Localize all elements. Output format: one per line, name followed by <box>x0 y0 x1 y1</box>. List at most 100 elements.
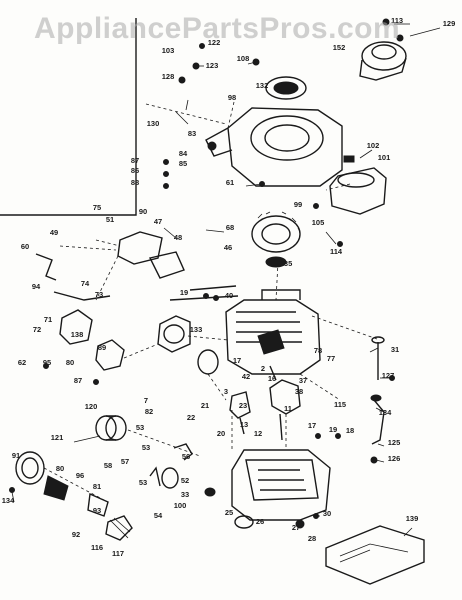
part-number-label: 52 <box>181 476 189 485</box>
part-number-label: 58 <box>104 461 112 470</box>
panel-frame <box>0 18 137 216</box>
crankshaft-part <box>269 365 301 441</box>
part-number-label: 91 <box>12 451 20 460</box>
engine-block-part <box>225 289 321 375</box>
part-number-label: 33 <box>181 490 189 499</box>
part-number-label: 17 <box>308 421 316 430</box>
air-cleaner-part <box>95 415 127 441</box>
part-number-label: 17 <box>233 356 241 365</box>
part-number-label: 3 <box>224 387 228 396</box>
part-number-label: 98 <box>228 93 236 102</box>
part-number-label: 19 <box>329 425 337 434</box>
part-number-label: 31 <box>391 345 399 354</box>
rewind-starter-part <box>359 41 407 81</box>
part-number-label: 40 <box>225 291 233 300</box>
part-number-label: 85 <box>179 159 187 168</box>
part-number-label: 113 <box>391 16 403 25</box>
part-number-label: 83 <box>188 129 196 138</box>
part-number-label: 30 <box>323 509 331 518</box>
part-number-label: 122 <box>208 38 221 47</box>
gear-part <box>149 443 305 529</box>
part-number-label: 51 <box>106 215 114 224</box>
part-number-label: 105 <box>312 218 325 227</box>
part-number-label: 11 <box>284 404 292 413</box>
part-number-label: 134 <box>379 408 392 417</box>
part-number-label: 123 <box>206 61 219 70</box>
part-number-label: 75 <box>93 203 101 212</box>
part-number-label: 89 <box>98 343 106 352</box>
part-number-label: 62 <box>18 358 26 367</box>
part-number-label: 132 <box>256 81 269 90</box>
part-number-label: 99 <box>294 200 302 209</box>
part-number-label: 22 <box>187 413 195 422</box>
part-number-label: 101 <box>378 153 391 162</box>
part-number-label: 108 <box>237 54 250 63</box>
part-number-label: 49 <box>50 228 58 237</box>
leader-lines <box>11 23 441 537</box>
part-number-label: 20 <box>217 429 225 438</box>
part-number-label: 37 <box>299 376 307 385</box>
part-number-label: 18 <box>346 426 354 435</box>
crankcase-base-part <box>231 449 331 521</box>
part-number-label: 84 <box>179 149 188 158</box>
part-number-label: 114 <box>330 247 343 256</box>
part-number-label: 120 <box>85 402 98 411</box>
part-number-label: 87 <box>74 376 82 385</box>
part-number-label: 21 <box>201 401 209 410</box>
part-number-label: 117 <box>112 549 124 558</box>
muffler-part <box>329 155 387 215</box>
part-number-label: 81 <box>93 482 101 491</box>
part-number-label: 80 <box>66 358 74 367</box>
part-number-label: 127 <box>382 371 395 380</box>
part-number-label: 77 <box>327 354 335 363</box>
part-number-label: 46 <box>224 243 232 252</box>
part-number-label: 53 <box>142 443 150 452</box>
part-number-label: 25 <box>225 508 233 517</box>
part-number-label: 103 <box>162 46 175 55</box>
part-number-label: 48 <box>174 233 182 242</box>
part-number-label: 96 <box>76 471 84 480</box>
part-number-label: 27 <box>292 523 300 532</box>
part-number-label: 95 <box>43 358 51 367</box>
part-number-label: 57 <box>121 457 129 466</box>
part-number-label: 93 <box>93 506 101 515</box>
part-number-label: 125 <box>388 438 401 447</box>
blower-housing-part <box>205 107 343 187</box>
part-number-label: 28 <box>308 534 316 543</box>
exhaust-part <box>15 451 133 541</box>
part-number-label: 138 <box>71 330 84 339</box>
part-number-label: 47 <box>154 217 162 226</box>
part-number-label: 54 <box>154 511 163 520</box>
part-number-label: 13 <box>240 420 248 429</box>
part-number-label: 128 <box>162 72 175 81</box>
part-number-label: 53 <box>136 423 144 432</box>
part-number-label: 68 <box>226 223 234 232</box>
part-number-label: 26 <box>256 517 264 526</box>
part-number-label: 7 <box>144 396 148 405</box>
part-number-label: 90 <box>139 207 147 216</box>
part-number-label: 42 <box>242 372 250 381</box>
part-number-label: 115 <box>334 400 346 409</box>
part-number-label: 71 <box>44 315 52 324</box>
part-number-label: 82 <box>145 407 153 416</box>
part-number-label: 121 <box>51 433 64 442</box>
part-number-label: 86 <box>131 166 139 175</box>
part-number-label: 72 <box>33 325 41 334</box>
part-number-label: 80 <box>56 464 64 473</box>
part-number-label: 61 <box>226 178 234 187</box>
part-number-label: 12 <box>254 429 262 438</box>
part-number-label: 73 <box>95 290 103 299</box>
part-number-label: 92 <box>72 530 80 539</box>
part-number-label: 135 <box>280 259 293 268</box>
starter-ring-part <box>265 76 307 100</box>
part-number-label: 60 <box>21 242 29 251</box>
part-number-label: 152 <box>333 43 346 52</box>
part-number-label: 23 <box>239 401 247 410</box>
part-number-label: 102 <box>367 141 380 150</box>
part-number-label: 2 <box>261 364 265 373</box>
part-number-label: 53 <box>139 478 147 487</box>
fastener-dots <box>9 18 404 519</box>
part-number-label: 74 <box>81 279 90 288</box>
part-number-label: 88 <box>131 178 139 187</box>
